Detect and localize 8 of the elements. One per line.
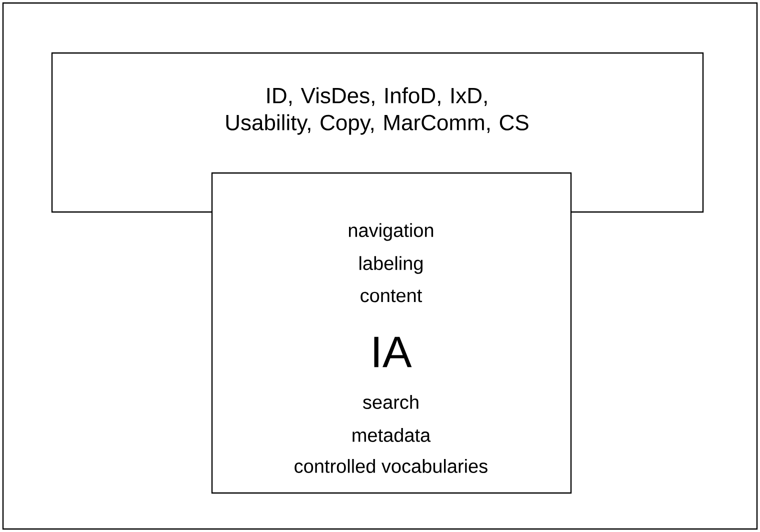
topic-text: navigation [348, 223, 434, 241]
topic-text: metadata [352, 428, 431, 442]
title-text: IA [374, 336, 412, 368]
topic-text: content [360, 290, 422, 302]
topic-text: labeling [360, 256, 422, 274]
topic-text: search [363, 395, 418, 409]
topic-text: controlled vocabularies [294, 459, 488, 473]
topic-box [211, 172, 572, 494]
